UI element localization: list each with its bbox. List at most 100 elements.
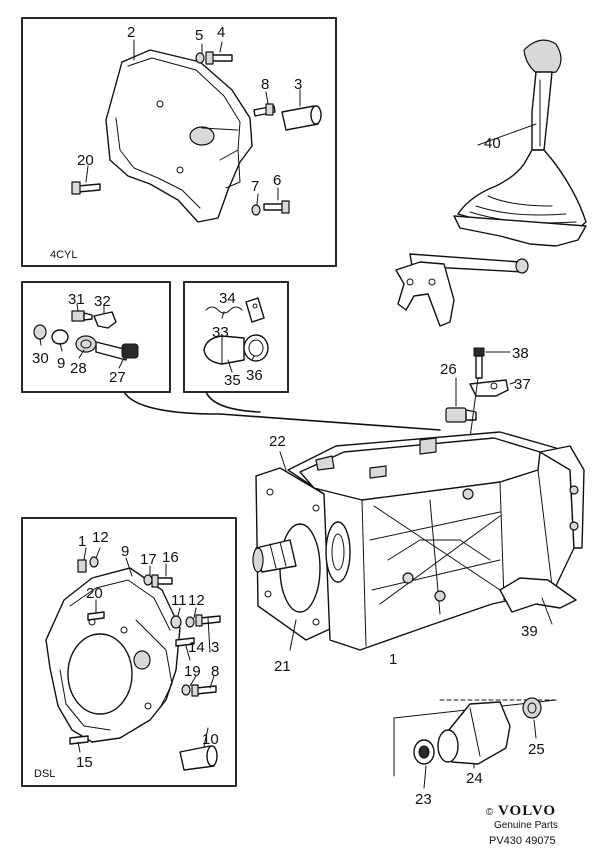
connector-line: [205, 391, 261, 413]
bolt-8: [253, 103, 276, 117]
plate-34: [245, 297, 265, 323]
gear-27: [95, 341, 139, 361]
panel-frame: [21, 17, 337, 267]
reference-number: PV430 49075: [489, 835, 556, 847]
ring-36: [243, 334, 269, 362]
panel-frame: [21, 281, 171, 393]
mount-39: [499, 577, 577, 613]
callout-2: 2: [127, 24, 135, 41]
panel-frame: [21, 517, 237, 787]
reverse-switch-group: 26 37 38: [440, 345, 531, 439]
callout-1-dsl: 1: [78, 533, 86, 550]
lever-shaft: [531, 71, 553, 151]
panel-frame: [183, 281, 289, 393]
callout-31: 31: [68, 291, 85, 308]
callout-9: 9: [57, 355, 65, 372]
bolt-4: [205, 51, 233, 65]
callout-34: 34: [219, 290, 236, 307]
bolt-15: [69, 735, 89, 745]
bolt-38: [473, 347, 485, 379]
callout-8-dsl: 8: [211, 663, 219, 680]
bracket-37: [469, 379, 509, 397]
bellhousing-4cyl: [105, 49, 253, 223]
sleeve-10: [179, 745, 218, 771]
callout-32: 32: [94, 293, 111, 310]
box-label-dsl: DSL: [34, 768, 55, 780]
connector-line: [123, 391, 441, 431]
callout-24: 24: [466, 770, 483, 787]
callout-33: 33: [212, 324, 229, 341]
oring-9: [51, 329, 69, 345]
bolt-31: [71, 310, 93, 322]
callout-20: 20: [77, 152, 94, 169]
bellhousing-dsl-panel: 1 12 9 17 16 20 11 12 14 3 19 8 10 15 DS…: [21, 517, 237, 787]
callout-17: 17: [140, 551, 157, 568]
callout-3-dsl: 3: [211, 639, 219, 656]
copyright-symbol: ©: [486, 807, 494, 818]
callout-8: 8: [261, 76, 269, 93]
clip-30: [33, 324, 47, 340]
bolt-14: [175, 637, 195, 647]
callout-10: 10: [202, 731, 219, 748]
callout-1: 1: [389, 651, 397, 668]
callout-26: 26: [440, 361, 457, 378]
callout-4: 4: [217, 24, 225, 41]
callout-7: 7: [251, 178, 259, 195]
bolt-16: [151, 574, 173, 588]
bolt-6: [263, 200, 290, 214]
lever-bracket: [453, 215, 587, 247]
callout-9-dsl: 9: [121, 543, 129, 560]
seal-parts-panel: 34 33 35 36: [183, 281, 289, 393]
callout-21: 21: [274, 658, 291, 675]
volvo-branding: © VOLVO Genuine Parts PV430 49075: [486, 803, 558, 847]
linkage-arm: [395, 261, 455, 327]
plate-32: [93, 311, 117, 329]
bellhousing-4cyl-panel: 2 5 4 8 3 20 7 6 4CYL: [21, 17, 337, 267]
callout-12b: 12: [188, 592, 205, 609]
switch-26: [445, 407, 477, 423]
bolt-20-dsl: [87, 611, 105, 621]
callout-27: 27: [109, 369, 126, 386]
callout-39: 39: [521, 623, 538, 640]
callout-36: 36: [246, 367, 263, 384]
gearbox-main: 22 21 1 39: [252, 431, 585, 675]
callout-15: 15: [76, 754, 93, 771]
washer-19: [181, 684, 191, 696]
sleeve-3: [281, 105, 322, 131]
callout-40: 40: [484, 135, 501, 152]
volvo-logo: VOLVO: [498, 803, 556, 819]
callout-23: 23: [415, 791, 432, 808]
callout-28: 28: [70, 360, 87, 377]
callout-14: 14: [188, 639, 205, 656]
callout-3: 3: [294, 76, 302, 93]
box-label-4cyl: 4CYL: [50, 249, 78, 261]
bolt-20: [71, 181, 101, 195]
callout-30: 30: [32, 350, 49, 367]
washer-5: [195, 52, 205, 64]
nut-25: [522, 697, 542, 719]
bolt-8-dsl: [191, 684, 217, 697]
callout-20-dsl: 20: [86, 585, 103, 602]
callout-16: 16: [162, 549, 179, 566]
callout-6: 6: [273, 172, 281, 189]
speedometer-parts-panel: 31 32 30 9 28 27: [21, 281, 171, 393]
callout-19: 19: [184, 663, 201, 680]
seal-28: [75, 335, 97, 353]
flange-24: [437, 701, 511, 765]
output-flange-group: 23 24 25: [413, 697, 545, 808]
callout-25: 25: [528, 741, 545, 758]
gear-lever-assembly: 40: [395, 39, 587, 327]
dowel-11: [170, 615, 195, 629]
callout-37: 37: [514, 376, 531, 393]
callout-12-dsl: 12: [92, 529, 109, 546]
washer-7: [251, 204, 261, 216]
washer-12-dsl: [89, 556, 99, 568]
callout-5: 5: [195, 27, 203, 44]
gear-knob: [523, 39, 562, 75]
dowel-1-dsl: [77, 559, 87, 573]
washer-23: [413, 739, 435, 765]
callout-38: 38: [512, 345, 529, 362]
input-shaft-21: [252, 539, 297, 573]
callout-11: 11: [171, 592, 187, 609]
